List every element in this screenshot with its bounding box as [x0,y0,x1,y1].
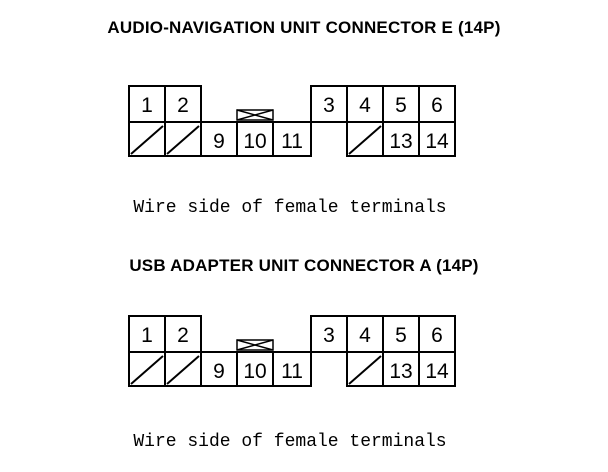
empty-slash-12 [348,355,382,385]
cavity-14 [418,351,456,387]
pin-label-10: 10 [243,130,266,153]
pin-label-3: 3 [323,94,335,117]
pin-label-11: 11 [281,360,303,383]
connector-a-title: USB ADAPTER UNIT CONNECTOR A (14P) [129,256,479,275]
pin-label-9: 9 [213,360,225,383]
pin-label-5: 5 [395,94,407,117]
pin-label-1: 1 [141,94,153,117]
x-box-icon [236,339,274,351]
empty-slash-7 [130,355,164,385]
pin-label-5: 5 [395,324,407,347]
pin-label-14: 14 [425,130,449,153]
cavity-14 [418,121,456,157]
pin-label-13: 13 [389,360,412,383]
pin-label-6: 6 [431,324,443,347]
pin-label-2: 2 [177,94,189,117]
connector-e-diagram: 1 2 3 4 5 6 9 10 11 13 14 [128,85,456,157]
pin-label-6: 6 [431,94,443,117]
pin-label-3: 3 [323,324,335,347]
pin-label-9: 9 [213,130,225,153]
connector-e-caption: Wire side of female terminals [133,198,447,218]
empty-slash-8 [166,125,200,155]
pin-label-4: 4 [359,94,371,117]
pin-label-1: 1 [141,324,153,347]
empty-slash-12 [348,125,382,155]
empty-slash-7 [130,125,164,155]
pin-label-2: 2 [177,324,189,347]
empty-slash-8 [166,355,200,385]
connector-a-caption: Wire side of female terminals [133,432,447,452]
pin-label-4: 4 [359,324,371,347]
pin-label-14: 14 [425,360,449,383]
pin-label-10: 10 [243,360,266,383]
x-box-icon [236,109,274,121]
pin-label-13: 13 [389,130,412,153]
connector-e-title: AUDIO-NAVIGATION UNIT CONNECTOR E (14P) [107,18,501,37]
connector-a-diagram: 1 2 3 4 5 6 9 10 11 13 14 [128,315,456,387]
pin-label-11: 11 [281,130,303,153]
